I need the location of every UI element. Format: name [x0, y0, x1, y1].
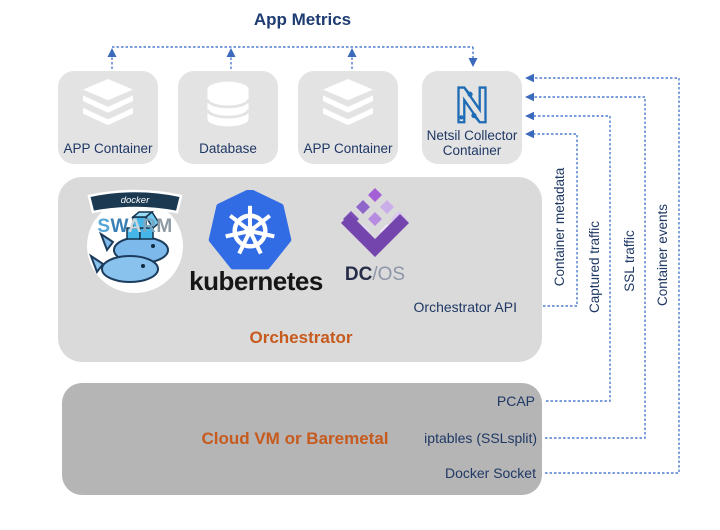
netsil-collector-box: Netsil Collector Container	[422, 71, 522, 164]
app-container-label: APP Container	[303, 141, 393, 156]
pcap-label: PCAP	[496, 393, 535, 409]
database-icon	[178, 79, 278, 131]
orchestrator-title: Orchestrator	[249, 328, 353, 347]
docker-swarm-logo: docker SWARM	[83, 182, 187, 296]
app-container-box-2: APP Container	[298, 71, 398, 164]
kubernetes-wordmark: kubernetes	[189, 266, 323, 296]
netsil-collector-label: Netsil Collector Container	[426, 128, 518, 158]
cloud-vm-title: Cloud VM or Baremetal	[201, 429, 389, 448]
dcos-wordmark: DC/OS	[344, 264, 406, 285]
database-box: Database	[178, 71, 278, 164]
swarm-wordmark: SWARM	[97, 216, 173, 237]
stack-icon	[298, 79, 398, 129]
docker-banner-text: docker	[120, 195, 150, 206]
database-label: Database	[199, 141, 257, 156]
docker-socket-label: Docker Socket	[444, 465, 536, 481]
dcos-logo	[339, 187, 411, 264]
captured-traffic-label: Captured traffic	[587, 220, 602, 314]
app-container-label: APP Container	[63, 141, 153, 156]
app-container-box-1: APP Container	[58, 71, 158, 164]
container-metadata-label: Container metadata	[552, 167, 567, 287]
netsil-logo-icon	[422, 75, 522, 129]
cloud-vm-box	[62, 383, 542, 495]
orchestrator-api-label: Orchestrator API	[413, 299, 517, 315]
iptables-label: iptables (SSLsplit)	[424, 430, 537, 446]
ssl-traffic-label: SSL traffic	[622, 230, 637, 292]
kubernetes-logo	[205, 188, 295, 277]
container-events-label: Container events	[655, 203, 670, 307]
stack-icon	[58, 79, 158, 129]
app-metrics-title: App Metrics	[253, 10, 352, 29]
